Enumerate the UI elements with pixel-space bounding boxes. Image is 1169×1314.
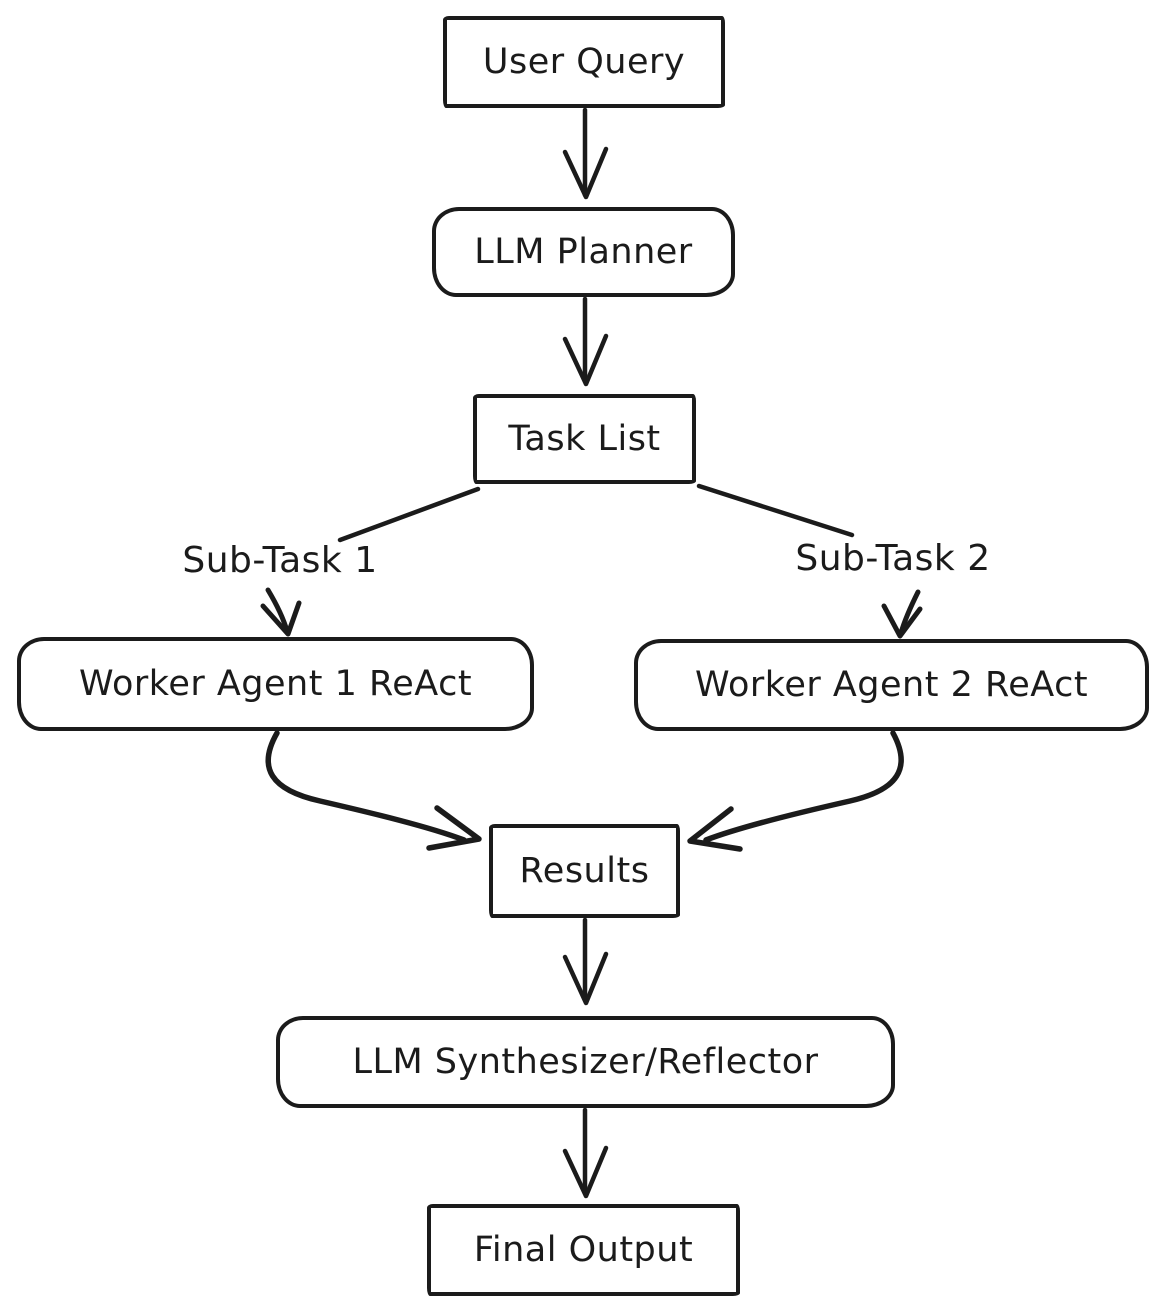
node-task-list: Task List xyxy=(473,394,696,484)
edge-sub-task-2-to-worker-2 xyxy=(881,589,923,639)
edge-label-sub-task-2: Sub-Task 2 xyxy=(780,538,1006,579)
node-worker-agent-2-label: Worker Agent 2 ReAct xyxy=(694,664,1089,705)
node-llm-planner-label: LLM Planner xyxy=(474,231,693,272)
edge-synthesizer-to-final-output xyxy=(562,1107,609,1199)
node-user-query: User Query xyxy=(443,16,725,108)
edge-llm-planner-to-task-list xyxy=(562,296,609,387)
edge-sub-task-1-to-worker-1 xyxy=(260,587,302,637)
node-llm-synthesizer-reflector-label: LLM Synthesizer/Reflector xyxy=(352,1041,819,1082)
node-results: Results xyxy=(489,824,680,918)
node-worker-agent-1-label: Worker Agent 1 ReAct xyxy=(78,663,473,704)
edge-worker-1-to-results xyxy=(265,730,482,851)
node-final-output-label: Final Output xyxy=(473,1229,694,1270)
edge-results-to-synthesizer xyxy=(562,917,609,1006)
edge-task-list-to-sub-task-2 xyxy=(696,483,855,538)
node-llm-synthesizer-reflector: LLM Synthesizer/Reflector xyxy=(276,1016,895,1108)
node-worker-agent-1: Worker Agent 1 ReAct xyxy=(17,637,534,731)
edge-user-query-to-llm-planner xyxy=(562,107,609,200)
node-user-query-label: User Query xyxy=(482,41,686,82)
edge-label-sub-task-1-text: Sub-Task 1 xyxy=(182,540,378,581)
edge-worker-2-to-results xyxy=(687,730,904,852)
node-final-output: Final Output xyxy=(427,1204,740,1296)
node-llm-planner: LLM Planner xyxy=(432,207,735,297)
node-results-label: Results xyxy=(519,850,650,891)
edge-task-list-to-sub-task-1 xyxy=(337,486,481,543)
node-task-list-label: Task List xyxy=(508,418,661,459)
edge-label-sub-task-1: Sub-Task 1 xyxy=(168,540,392,581)
edge-label-sub-task-2-text: Sub-Task 2 xyxy=(795,538,991,579)
node-worker-agent-2: Worker Agent 2 ReAct xyxy=(634,639,1149,731)
